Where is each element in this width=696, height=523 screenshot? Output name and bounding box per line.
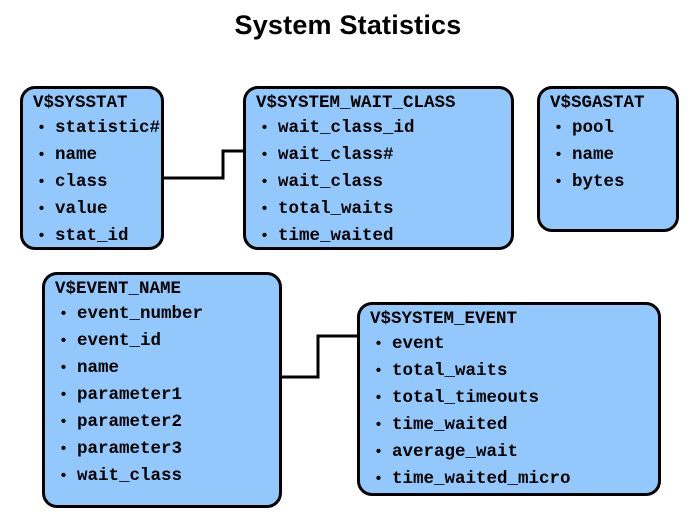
field-label: event_id [77, 331, 162, 351]
entity-title-system-wait-class: V$SYSTEM_WAIT_CLASS [256, 93, 456, 113]
bullet-icon: • [37, 120, 47, 137]
field-label: wait_class [77, 466, 183, 486]
field-label: total_waits [278, 199, 394, 219]
entity-box-sgastat[interactable]: V$SGASTAT • pool • name • bytes [537, 86, 679, 232]
field-label: wait_class [278, 172, 384, 192]
bullet-icon: • [374, 390, 384, 407]
bullet-icon: • [374, 417, 384, 434]
field-label: pool [572, 118, 615, 138]
field-label: average_wait [392, 442, 519, 462]
bullet-icon: • [260, 228, 270, 245]
field-row: • name [540, 142, 676, 169]
bullet-icon: • [37, 228, 47, 245]
field-label: value [55, 199, 108, 219]
field-row: • wait_class# [246, 142, 511, 169]
field-list-system-event: • event • total_waits • total_timeouts • tim… [360, 331, 658, 493]
field-label: wait_class_id [278, 118, 415, 138]
field-row: • average_wait [360, 439, 658, 466]
field-row: • total_timeouts [360, 385, 658, 412]
field-row: • event_id [45, 328, 279, 355]
field-label: name [572, 145, 615, 165]
bullet-icon: • [374, 471, 384, 488]
field-row: • parameter2 [45, 409, 279, 436]
field-row: • total_waits [360, 358, 658, 385]
bullet-icon: • [59, 414, 69, 431]
field-row: • event_number [45, 301, 279, 328]
field-row: • wait_class [45, 463, 279, 490]
entity-box-event-name[interactable]: V$EVENT_NAME • event_number • event_id • na… [42, 272, 282, 508]
field-label: stat_id [55, 226, 129, 246]
field-row: • parameter3 [45, 436, 279, 463]
bullet-icon: • [59, 468, 69, 485]
bullet-icon: • [260, 174, 270, 191]
field-label: event_number [77, 304, 204, 324]
field-row: • wait_class_id [246, 115, 511, 142]
field-row: • event [360, 331, 658, 358]
field-row: • value [23, 196, 161, 223]
entity-title-sysstat: V$SYSSTAT [33, 93, 128, 113]
field-label: parameter3 [77, 439, 183, 459]
field-label: parameter2 [77, 412, 183, 432]
field-row: • name [45, 355, 279, 382]
bullet-icon: • [374, 363, 384, 380]
bullet-icon: • [554, 147, 564, 164]
field-row: • class [23, 169, 161, 196]
field-list-sgastat: • pool • name • bytes [540, 115, 676, 196]
entity-box-sysstat[interactable]: V$SYSSTAT • statistic# • name • class • valu… [20, 86, 164, 250]
field-list-sysstat: • statistic# • name • class • value • stat_id [23, 115, 161, 247]
field-label: total_waits [392, 361, 508, 381]
field-label: time_waited [278, 226, 394, 246]
bullet-icon: • [554, 120, 564, 137]
field-row: • time_waited [360, 412, 658, 439]
bullet-icon: • [37, 174, 47, 191]
field-label: wait_class# [278, 145, 394, 165]
bullet-icon: • [59, 387, 69, 404]
bullet-icon: • [59, 306, 69, 323]
field-label: parameter1 [77, 385, 183, 405]
field-label: time_waited_micro [392, 469, 571, 489]
field-label: time_waited [392, 415, 508, 435]
entity-box-system-wait-class[interactable]: V$SYSTEM_WAIT_CLASS • wait_class_id • wait… [243, 86, 514, 250]
entity-title-event-name: V$EVENT_NAME [55, 279, 182, 299]
bullet-icon: • [260, 147, 270, 164]
bullet-icon: • [374, 336, 384, 353]
field-row: • wait_class [246, 169, 511, 196]
field-row: • time_waited [246, 223, 511, 247]
bullet-icon: • [59, 333, 69, 350]
field-row: • parameter1 [45, 382, 279, 409]
entity-box-system-event[interactable]: V$SYSTEM_EVENT • event • total_waits • tota… [357, 302, 661, 496]
bullet-icon: • [37, 201, 47, 218]
bullet-icon: • [260, 201, 270, 218]
field-row: • pool [540, 115, 676, 142]
bullet-icon: • [59, 360, 69, 377]
field-row: • statistic# [23, 115, 161, 142]
bullet-icon: • [554, 174, 564, 191]
bullet-icon: • [260, 120, 270, 137]
bullet-icon: • [374, 444, 384, 461]
field-label: total_timeouts [392, 388, 540, 408]
field-row: • total_waits [246, 196, 511, 223]
field-label: event [392, 334, 445, 354]
bullet-icon: • [59, 441, 69, 458]
field-label: class [55, 172, 108, 192]
page-title: System Statistics [234, 10, 462, 40]
field-list-event-name: • event_number • event_id • name • parameter… [45, 301, 279, 490]
field-list-system-wait-class: •wait_class_id •wait_class# •wait_class … [246, 115, 511, 247]
entity-title-system-event: V$SYSTEM_EVENT [370, 309, 518, 329]
field-label: statistic# [55, 118, 161, 138]
field-row: • stat_id [23, 223, 161, 247]
field-row: • name [23, 142, 161, 169]
field-row: • bytes [540, 169, 676, 196]
field-row: • time_waited_micro [360, 466, 658, 493]
field-label: name [77, 358, 120, 378]
field-label: bytes [572, 172, 625, 192]
bullet-icon: • [37, 147, 47, 164]
entity-title-sgastat: V$SGASTAT [550, 93, 645, 113]
field-label: name [55, 145, 98, 165]
